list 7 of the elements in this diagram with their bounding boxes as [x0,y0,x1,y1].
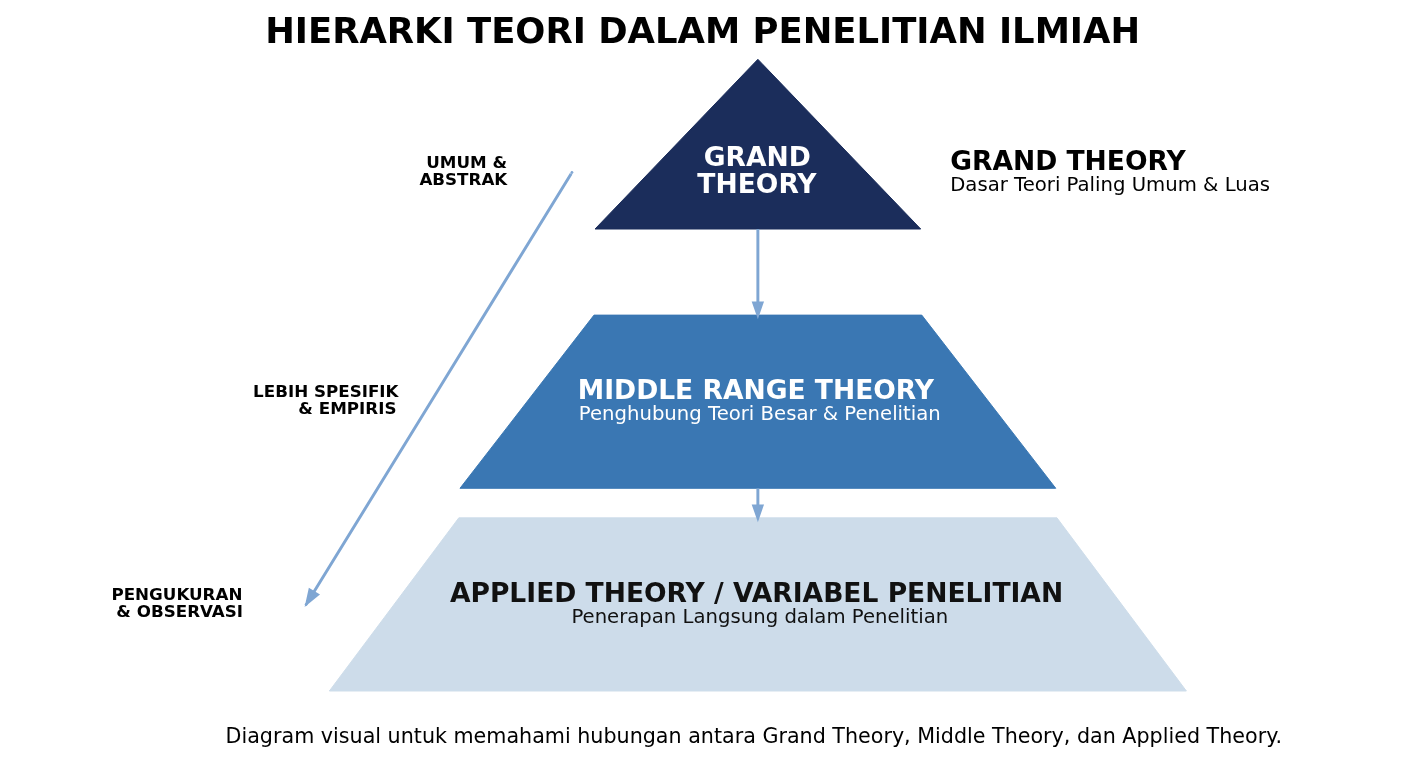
caption: Diagram visual untuk memahami hubungan antara Grand Theory, Middle Theory, dan Applied Theory. [225,724,1282,749]
label: PENGUKURAN & OBSERVASI [110,584,243,621]
arrow [751,488,764,523]
label: UMUM & ABSTRAK [418,152,507,189]
diagram-title: HIERARKI TEORI DALAM PENELITIAN ILMIAH [264,10,1140,52]
label: LEBIH SPESIFIK & EMPIRIS [252,381,399,419]
arrow [751,229,764,320]
